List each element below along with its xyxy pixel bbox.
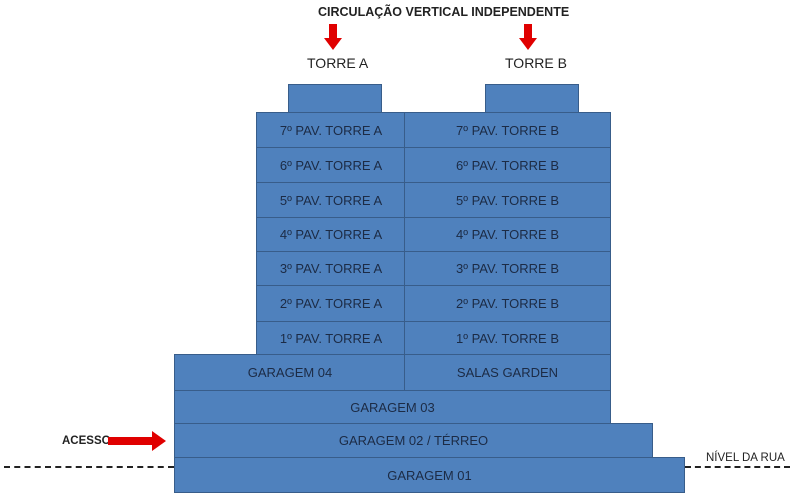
garagem-02: GARAGEM 02 / TÉRREO (174, 423, 653, 458)
garagem-03: GARAGEM 03 (174, 390, 611, 424)
floor-tower-a: 1º PAV. TORRE A (256, 321, 406, 355)
floor-tower-b: 6º PAV. TORRE B (404, 147, 611, 183)
floor-tower-b: 3º PAV. TORRE B (404, 251, 611, 286)
floor-tower-a: 7º PAV. TORRE A (256, 112, 406, 148)
floor-tower-b: 2º PAV. TORRE B (404, 285, 611, 322)
floor-tower-a: 5º PAV. TORRE A (256, 182, 406, 218)
street-level-line (685, 466, 790, 468)
tower-a-roof (288, 84, 382, 113)
floor-tower-a: 2º PAV. TORRE A (256, 285, 406, 322)
arrow-right-icon (108, 431, 166, 451)
tower-b-roof (485, 84, 579, 113)
diagram-title: CIRCULAÇÃO VERTICAL INDEPENDENTE (318, 5, 570, 19)
floor-tower-a: 6º PAV. TORRE A (256, 147, 406, 183)
salas-garden: SALAS GARDEN (404, 354, 611, 391)
arrow-down-icon (519, 24, 537, 50)
floor-tower-b: 5º PAV. TORRE B (404, 182, 611, 218)
floor-tower-a: 3º PAV. TORRE A (256, 251, 406, 286)
garagem-01: GARAGEM 01 (174, 457, 685, 493)
acesso-label: ACESSO (62, 435, 111, 447)
street-level-label: NÍVEL DA RUA (706, 452, 785, 464)
floor-tower-b: 7º PAV. TORRE B (404, 112, 611, 148)
street-level-line (4, 466, 174, 468)
tower-b-label: TORRE B (505, 55, 567, 71)
tower-a-label: TORRE A (307, 55, 369, 71)
floor-tower-a: 4º PAV. TORRE A (256, 217, 406, 252)
arrow-down-icon (324, 24, 342, 50)
floor-tower-b: 1º PAV. TORRE B (404, 321, 611, 355)
floor-tower-b: 4º PAV. TORRE B (404, 217, 611, 252)
garagem-04: GARAGEM 04 (174, 354, 406, 391)
